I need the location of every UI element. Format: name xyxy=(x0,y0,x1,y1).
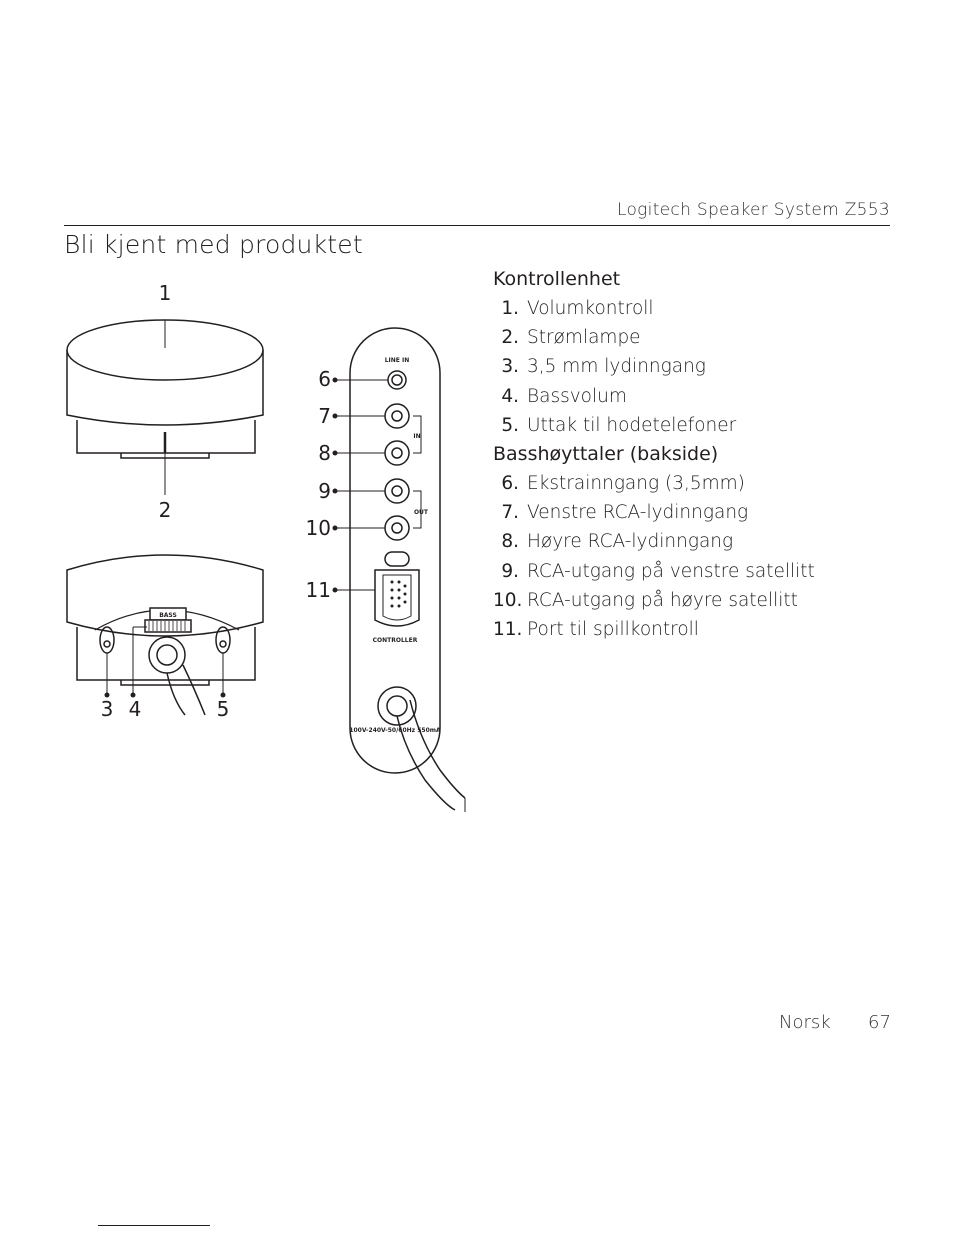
controller-label: CONTROLLER xyxy=(373,637,418,644)
callout-10: 10 xyxy=(306,516,331,540)
callout-3: 3 xyxy=(101,697,114,721)
callout-11: 11 xyxy=(306,578,331,602)
power-spec-label: 100V-240V-50/60Hz 550mA xyxy=(349,727,441,734)
list-item: 1.Volumkontroll xyxy=(501,298,654,319)
list-item: 2.Strømlampe xyxy=(501,327,641,349)
list-item: 10.RCA-utgang på høyre satellitt xyxy=(493,589,798,611)
control-unit-bottom xyxy=(66,554,264,716)
callout-numbers: 1 2 3 4 5 6 7 8 9 10 11 xyxy=(101,281,331,721)
subwoofer-back-panel xyxy=(335,327,466,812)
list-item: 9.RCA-utgang på venstre satellitt xyxy=(501,560,815,582)
callout-8: 8 xyxy=(318,441,331,465)
page-number: 67 xyxy=(868,1012,891,1033)
page-heading: Bli kjent med produktet xyxy=(64,230,363,259)
product-figure: LINE IN IN OUT CONTROLLER BASS 100V-240V… xyxy=(55,270,475,830)
header-product-title: Logitech Speaker System Z553 xyxy=(617,200,890,220)
callout-4: 4 xyxy=(129,697,142,721)
callout-2: 2 xyxy=(159,498,172,522)
parts-list: Kontrollenhet 1.Volumkontroll 2.Strømlam… xyxy=(493,265,893,644)
section-title-subwoofer: Basshøyttaler (bakside) xyxy=(493,443,719,466)
list-item: 8.Høyre RCA-lydinngang xyxy=(501,531,734,553)
bass-label: BASS xyxy=(159,612,177,619)
line-in-label: LINE IN xyxy=(385,357,410,364)
list-item: 3.3,5 mm lydinngang xyxy=(501,356,706,378)
section-title-control-unit: Kontrollenhet xyxy=(493,268,621,290)
list-item: 7.Venstre RCA-lydinngang xyxy=(501,502,749,524)
list-item: 5.Uttak til hodetelefoner xyxy=(501,414,737,436)
bottom-rule xyxy=(98,1225,210,1226)
callout-1: 1 xyxy=(159,281,172,305)
callout-9: 9 xyxy=(318,479,331,503)
header-rule xyxy=(64,225,890,226)
in-label: IN xyxy=(413,433,420,440)
callout-7: 7 xyxy=(318,404,331,428)
list-item: 6.Ekstrainngang (3,5mm) xyxy=(501,473,745,495)
footer-language: Norsk xyxy=(779,1012,831,1033)
out-label: OUT xyxy=(414,509,429,516)
list-item: 11.Port til spillkontroll xyxy=(493,619,699,641)
callout-5: 5 xyxy=(217,697,230,721)
callout-6: 6 xyxy=(318,367,331,391)
product-diagram: LINE IN IN OUT CONTROLLER BASS 100V-240V… xyxy=(66,281,466,812)
panel-labels: LINE IN IN OUT CONTROLLER BASS 100V-240V… xyxy=(159,357,441,734)
control-unit-top xyxy=(66,319,264,495)
list-item: 4.Bassvolum xyxy=(501,385,627,407)
